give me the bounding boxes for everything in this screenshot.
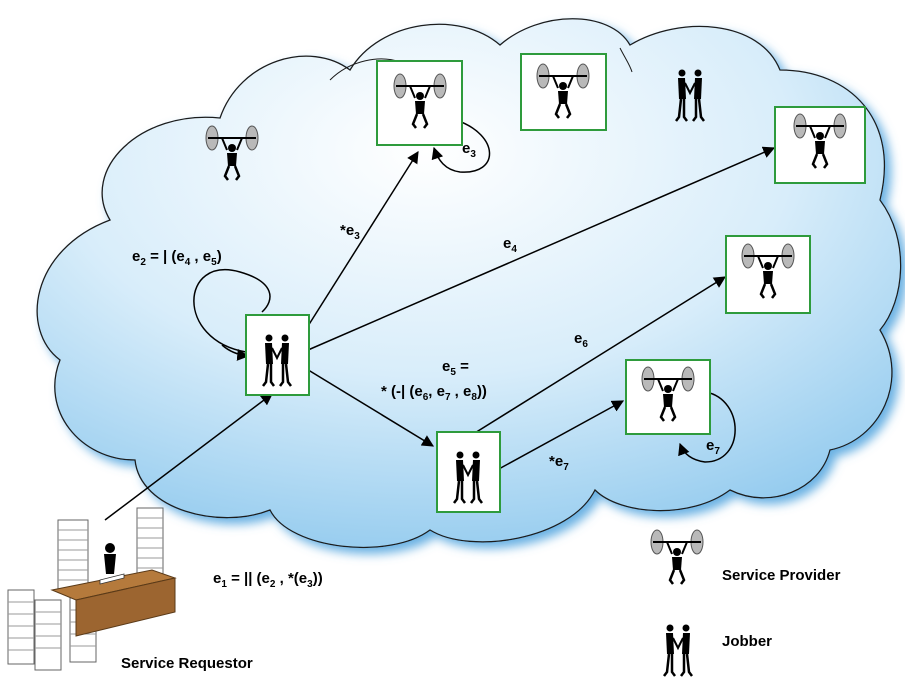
label-e4: e4 (503, 235, 517, 255)
edge-e2-loop (193, 269, 271, 353)
legend-jobber-icon (662, 623, 694, 678)
label-e7-star: *e7 (549, 453, 569, 473)
edge-e3-loop (431, 119, 491, 173)
label-e7-loop: e7 (706, 437, 720, 457)
label-e2: e2 = | (e4 , e5) (132, 248, 222, 268)
edge-e3 (295, 150, 419, 346)
node-provider-top2 (520, 53, 607, 131)
label-e6: e6 (574, 330, 588, 350)
edge-e4 (307, 146, 776, 351)
label-e3-star: *e3 (340, 222, 360, 242)
node-jobber-left (245, 314, 310, 396)
label-e5-line2: * (-| (e6, e7 , e8)) (381, 383, 487, 403)
node-provider-top (376, 60, 463, 146)
requestor-label: Service Requestor (121, 655, 253, 672)
legend-provider-icon (649, 528, 705, 586)
node-jobber-bottom (436, 431, 501, 513)
edge-e5 (304, 367, 435, 447)
edge-e6 (469, 276, 727, 437)
desk-with-paper-stacks-icon (7, 507, 177, 671)
legend-provider-label: Service Provider (722, 567, 841, 584)
label-e3-loop: e3 (462, 140, 476, 160)
node-provider-right (774, 106, 866, 184)
edge-e7-loop (678, 391, 736, 463)
edge-e1 (104, 393, 273, 521)
cloud-seam (619, 47, 633, 73)
node-provider-mid-right (725, 235, 811, 314)
edge-e7 (496, 400, 625, 471)
label-e1: e1 = || (e2 , *(e3)) (213, 570, 323, 590)
legend-jobber-label: Jobber (722, 633, 773, 650)
label-e5-line1: e5 = (442, 358, 469, 378)
node-provider-lower (625, 359, 711, 435)
